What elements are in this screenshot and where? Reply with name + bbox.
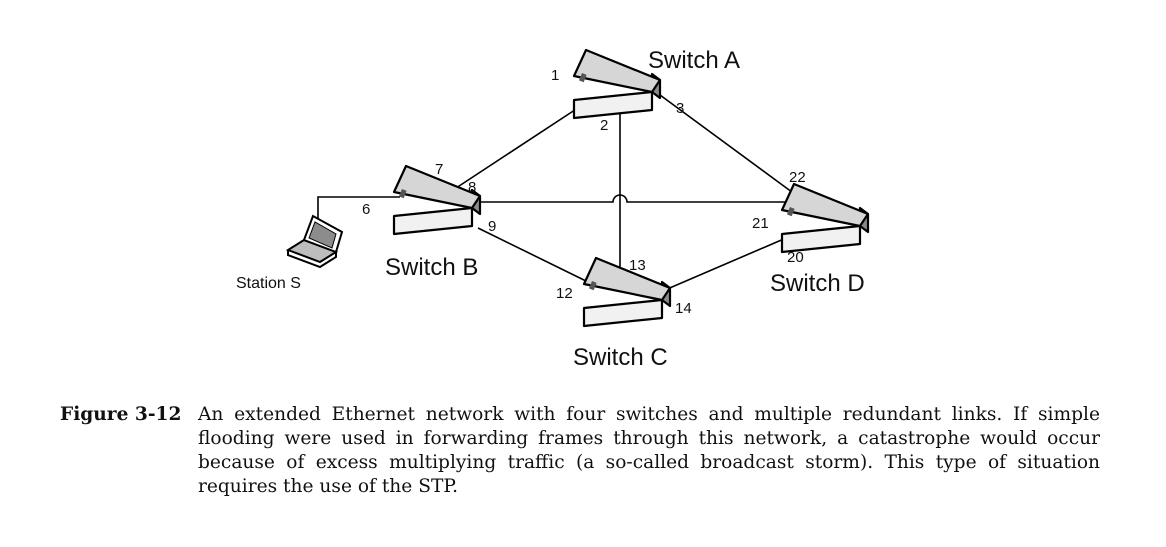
- port-label-8: 8: [468, 179, 476, 196]
- port-label-13: 13: [629, 257, 646, 274]
- switch-b-label: Switch B: [385, 254, 478, 281]
- switch-d-port-panel: [787, 207, 795, 217]
- port-label-3: 3: [676, 100, 684, 117]
- port-label-14: 14: [675, 300, 692, 317]
- link-a-b: [449, 99, 591, 193]
- figure-caption: Figure 3-12 An extended Ethernet network…: [60, 403, 1100, 499]
- link-c-d: [664, 231, 801, 291]
- switch-c-port-panel: [589, 281, 597, 291]
- link-station-b: [317, 196, 400, 225]
- figure-caption-text: An extended Ethernet network with four s…: [198, 404, 1100, 497]
- laptop-icon: [285, 214, 344, 269]
- switch-a-label: Switch A: [648, 47, 740, 74]
- switch-b-port-panel: [399, 189, 407, 199]
- port-label-1: 1: [551, 67, 559, 84]
- switch-d: [780, 182, 870, 254]
- switch-c-label: Switch C: [573, 344, 668, 371]
- switch-b: [392, 164, 482, 236]
- port-label-22: 22: [789, 169, 806, 186]
- switch-a: [572, 48, 662, 120]
- figure-label: Figure 3-12: [60, 404, 182, 425]
- link-a-d: [659, 94, 801, 199]
- switch-c: [582, 256, 672, 328]
- port-label-20: 20: [787, 249, 804, 266]
- port-label-6: 6: [362, 201, 370, 218]
- port-label-9: 9: [488, 218, 496, 235]
- station-s-label: Station S: [236, 275, 301, 292]
- port-label-12: 12: [556, 285, 573, 302]
- network-diagram: 1 2 3 6 7 8 9 12 13 14 20 21 22 Switch A…: [236, 47, 870, 371]
- port-label-7: 7: [435, 161, 443, 178]
- switch-d-label: Switch D: [770, 270, 865, 297]
- network-links: [317, 94, 801, 291]
- port-label-21: 21: [752, 215, 769, 232]
- link-b-c: [477, 227, 589, 283]
- switch-a-port-panel: [579, 73, 587, 83]
- port-label-2: 2: [600, 117, 608, 134]
- link-b-d: [478, 194, 790, 203]
